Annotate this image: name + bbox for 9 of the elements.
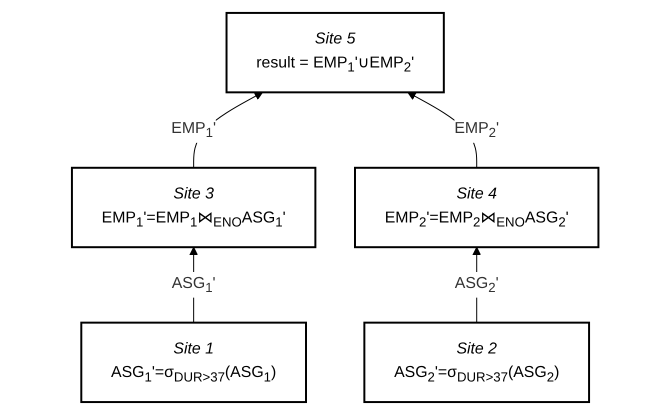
edge-label: EMP$_{1}$' (171, 120, 216, 140)
edge-label: ASG$_{2}$' (454, 274, 498, 295)
edge-label: ASG$_{1}$' (172, 274, 216, 295)
node-box (225, 12, 445, 94)
node-box (363, 322, 590, 404)
edge-label: EMP$_{2}$' (454, 120, 499, 140)
node-box (354, 166, 600, 248)
node-box (80, 322, 307, 404)
node-box (70, 166, 316, 248)
